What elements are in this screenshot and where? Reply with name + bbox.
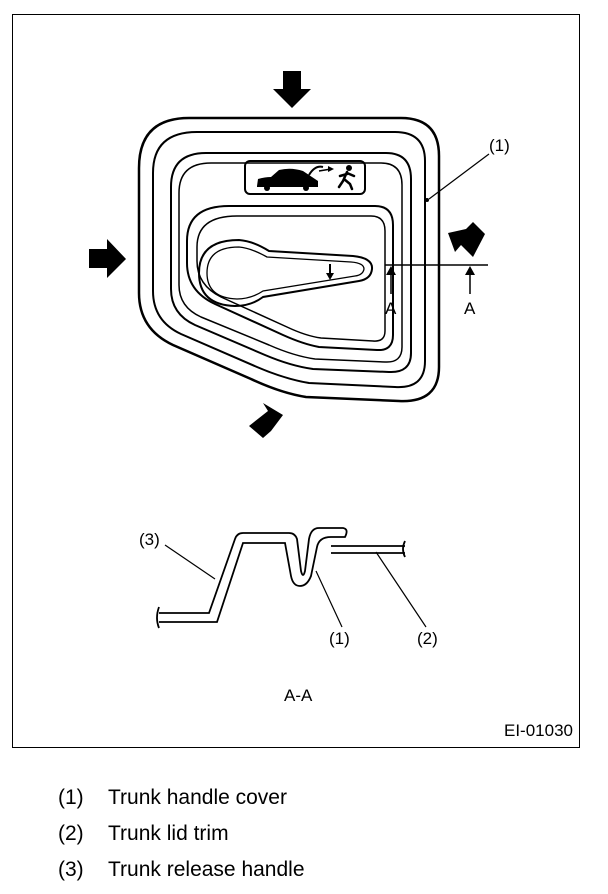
- leader-line-1: [428, 153, 490, 200]
- push-arrow-right-diagonal: [448, 222, 485, 257]
- legend-number: (2): [58, 822, 84, 845]
- handle-cover-rim: [152, 131, 426, 389]
- handle-inner-rim: [170, 152, 412, 374]
- callout-1-top: (1): [489, 136, 510, 155]
- legend-item: (1) Trunk handle cover: [58, 780, 305, 816]
- section-arrow-left: [386, 266, 396, 294]
- release-handle-lever-inner: [206, 246, 365, 300]
- figure-id: EI-01030: [504, 721, 573, 740]
- legend-text: Trunk release handle: [108, 858, 305, 881]
- figure-frame: A A (1) (3) (1) (2) A-A: [12, 14, 580, 748]
- section-arrow-right: [465, 266, 475, 294]
- section-label-left: A: [385, 299, 397, 318]
- legend-text: Trunk handle cover: [108, 786, 287, 809]
- leader-line-sec-2: [375, 551, 427, 628]
- pull-arrow-icon: [326, 264, 334, 280]
- legend-item: (2) Trunk lid trim: [58, 816, 305, 852]
- legend: (1) Trunk handle cover (2) Trunk lid tri…: [58, 780, 305, 888]
- leader-line-sec-1: [315, 570, 343, 628]
- push-arrow-left: [89, 239, 126, 278]
- cross-section-drawing: [156, 527, 406, 629]
- release-handle-lever: [197, 238, 374, 308]
- legend-number: (3): [58, 858, 84, 881]
- callout-2-section: (2): [417, 629, 438, 648]
- section-title: A-A: [284, 686, 313, 705]
- trunk-pictogram-box: [244, 160, 366, 195]
- diagram-canvas: A A (1) (3) (1) (2) A-A: [89, 71, 510, 705]
- car-trunk-open-icon: [257, 165, 334, 191]
- callout-3-section: (3): [139, 530, 160, 549]
- legend-item: (3) Trunk release handle: [58, 852, 305, 888]
- leader-line-sec-3: [164, 544, 216, 580]
- push-arrow-top: [273, 71, 311, 108]
- legend-text: Trunk lid trim: [108, 822, 229, 845]
- handle-recess-outer: [186, 205, 394, 352]
- handle-inner-rim-2: [178, 162, 403, 363]
- running-person-icon: [337, 165, 356, 191]
- section-label-right: A: [464, 299, 476, 318]
- legend-number: (1): [58, 786, 84, 809]
- handle-recess-inner: [196, 215, 386, 342]
- push-arrow-bottom-diagonal: [249, 403, 283, 438]
- handle-cover-outline: [137, 116, 441, 403]
- callout-1-section: (1): [329, 629, 350, 648]
